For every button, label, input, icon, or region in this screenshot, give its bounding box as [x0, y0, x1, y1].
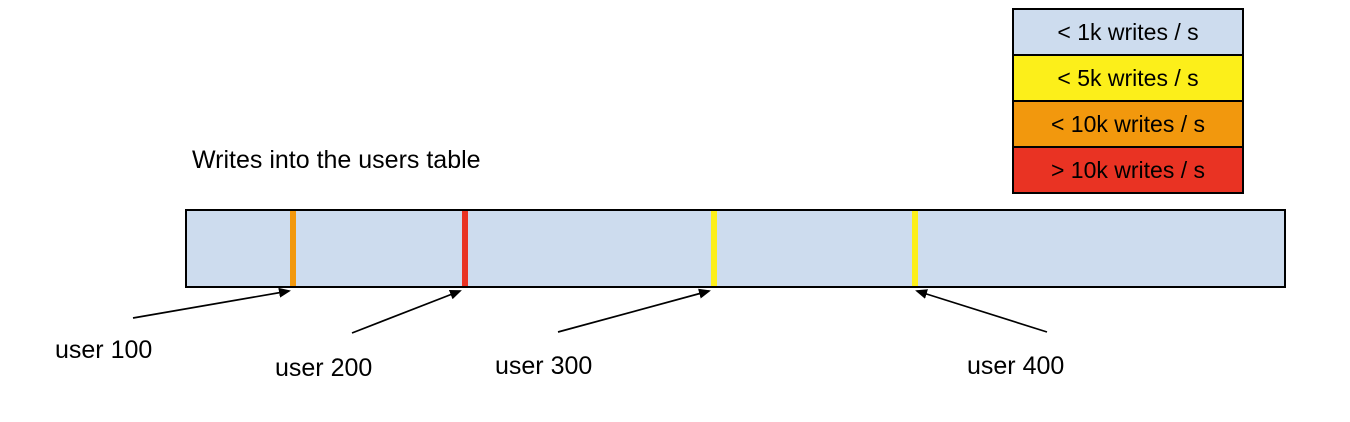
marker-stripe-user-400	[912, 211, 919, 286]
marker-stripe-user-200	[461, 211, 468, 286]
arrow-user-400	[915, 289, 1048, 333]
legend-item-lt-5k: < 5k writes / s	[1014, 56, 1242, 102]
legend-item-label: < 5k writes / s	[1057, 64, 1199, 91]
legend-item-gt-10k: > 10k writes / s	[1014, 148, 1242, 192]
callout-user-300: user 300	[495, 352, 593, 380]
legend-item-label: < 10k writes / s	[1050, 110, 1206, 137]
users-table-bar	[185, 209, 1286, 288]
legend-item-lt-10k: < 10k writes / s	[1014, 102, 1242, 148]
legend-item-lt-1k: < 1k writes / s	[1014, 10, 1242, 56]
marker-stripe-user-100	[290, 211, 297, 286]
arrow-user-100	[132, 287, 291, 319]
callout-user-100: user 100	[55, 336, 153, 364]
legend-item-label: < 1k writes / s	[1057, 18, 1199, 45]
legend-item-label: > 10k writes / s	[1050, 156, 1206, 183]
arrow-user-300	[557, 288, 711, 333]
callout-user-200: user 200	[275, 354, 373, 382]
arrow-user-200	[351, 289, 462, 334]
marker-stripe-user-300	[710, 211, 717, 286]
callout-user-400: user 400	[967, 352, 1065, 380]
diagram-title: Writes into the users table	[192, 146, 481, 174]
legend: < 1k writes / s < 5k writes / s < 10k wr…	[1012, 8, 1244, 194]
